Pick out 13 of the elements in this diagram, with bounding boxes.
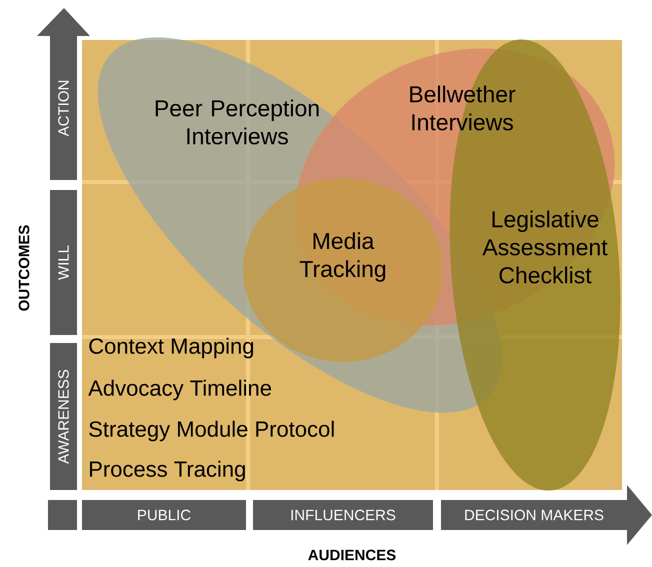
axis-arrow-box: ACTION [37, 8, 90, 180]
empty-box [48, 500, 77, 530]
axis-title: OUTCOMES [18, 225, 30, 311]
axis-arrow-box: DECISION MAKERS [441, 485, 652, 545]
method-text: Process Tracing [90, 460, 245, 482]
ellipse-label: Media Tracking [300, 232, 386, 282]
method-text: Strategy Module Protocol [89, 420, 334, 442]
ellipse-label: Bellwether Interviews [410, 86, 516, 130]
ellipse-label: Peer Perception Interviews [156, 100, 319, 144]
method-text: Advocacy Timeline [88, 380, 272, 400]
ellipse-label: Legislative Assessment Checklist [482, 210, 608, 284]
method-text: Context Mapping [89, 338, 254, 358]
axis-title: AUDIENCES [308, 550, 396, 560]
